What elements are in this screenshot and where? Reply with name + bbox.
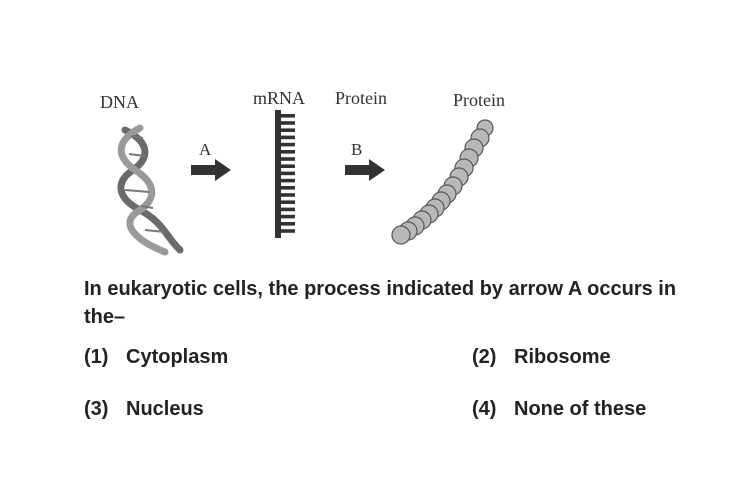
option-1-number: (1) bbox=[84, 346, 109, 368]
option-3[interactable]: (3) Nucleus bbox=[84, 398, 204, 421]
mrna-base bbox=[281, 222, 295, 226]
arrow-b-icon bbox=[345, 159, 385, 181]
protein-bead bbox=[391, 225, 411, 245]
figure-drawing bbox=[117, 110, 494, 256]
mrna-base bbox=[281, 193, 295, 197]
arrow-a-label: A bbox=[199, 140, 212, 159]
mrna-base bbox=[281, 164, 295, 168]
option-1[interactable]: (1) Cytoplasm bbox=[84, 346, 228, 369]
mrna-base bbox=[281, 229, 295, 233]
dna-to-protein-figure: DNA A mRNA Protein B Protein bbox=[95, 80, 530, 260]
option-3-text: Nucleus bbox=[126, 398, 204, 420]
mrna-base bbox=[281, 178, 295, 183]
mrna-base bbox=[281, 142, 295, 147]
mrna-strand-icon bbox=[275, 110, 295, 238]
dna-helix-icon bbox=[117, 124, 184, 256]
mrna-base bbox=[281, 200, 295, 204]
option-2[interactable]: (2) Ribosome bbox=[472, 346, 611, 369]
option-4-text: None of these bbox=[514, 398, 647, 420]
mrna-base bbox=[281, 157, 295, 161]
mrna-base bbox=[281, 186, 295, 190]
arrow-a-icon bbox=[191, 159, 231, 181]
option-4[interactable]: (4) None of these bbox=[472, 398, 646, 421]
option-2-text: Ribosome bbox=[514, 346, 611, 368]
protein-label-middle: Protein bbox=[335, 88, 387, 108]
option-2-number: (2) bbox=[472, 346, 497, 368]
mrna-base bbox=[281, 121, 295, 125]
mrna-base bbox=[281, 214, 295, 219]
option-1-text: Cytoplasm bbox=[126, 346, 229, 368]
mrna-label: mRNA bbox=[253, 88, 306, 108]
mrna-base bbox=[281, 207, 295, 212]
arrow-b-label: B bbox=[351, 140, 363, 159]
question-text: In eukaryotic cells, the process indicat… bbox=[84, 278, 677, 328]
dna-label: DNA bbox=[100, 92, 139, 112]
mrna-base bbox=[281, 114, 295, 118]
option-4-number: (4) bbox=[472, 398, 497, 420]
option-3-number: (3) bbox=[84, 398, 109, 420]
mrna-base bbox=[281, 135, 295, 140]
mrna-base bbox=[281, 150, 295, 154]
protein-chain-icon bbox=[391, 119, 494, 245]
mrna-base bbox=[281, 128, 295, 132]
protein-label-right: Protein bbox=[453, 90, 505, 110]
mrna-base bbox=[281, 171, 295, 176]
